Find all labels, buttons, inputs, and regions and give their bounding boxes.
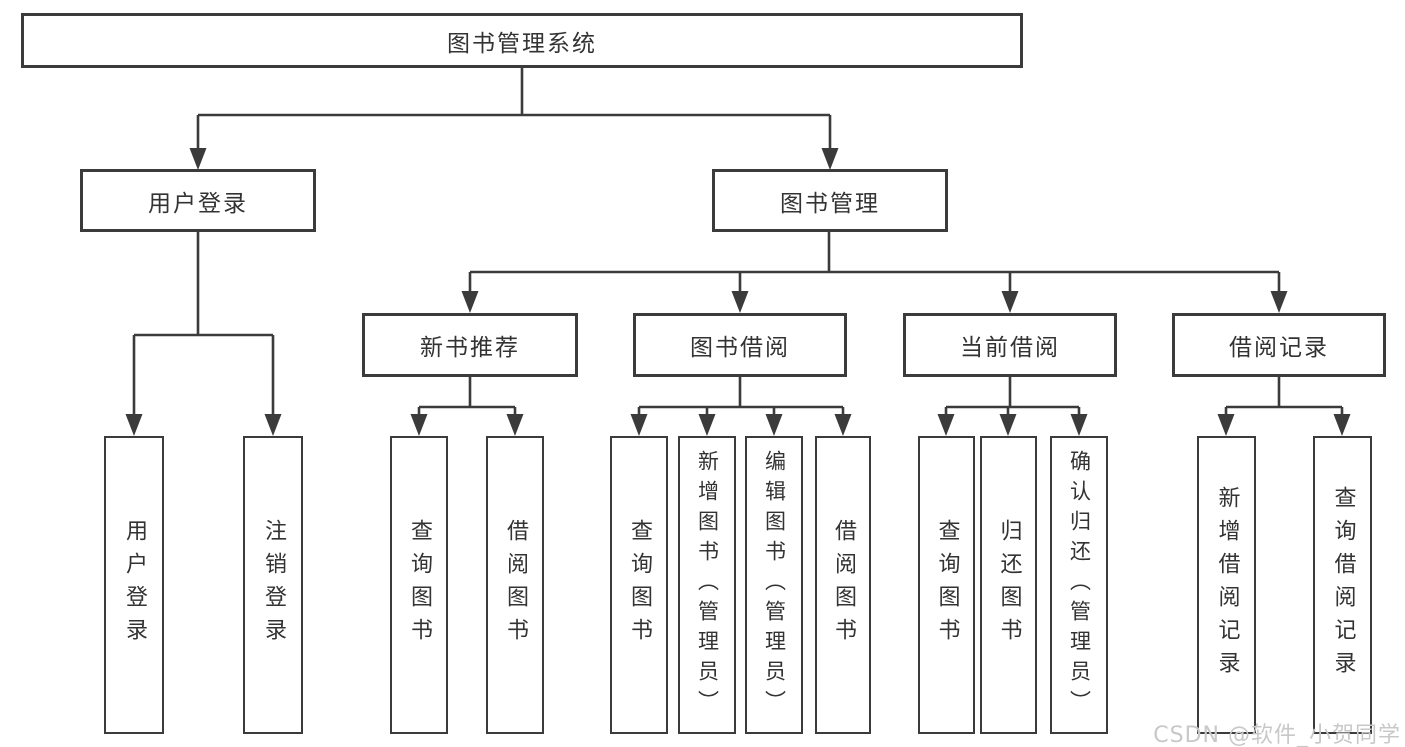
- node-book-borrowing: 图书借阅: [633, 313, 847, 377]
- leaf-recommend-borrow-book: 借阅图书: [486, 436, 544, 734]
- node-root: 图书管理系统: [21, 13, 1023, 68]
- leaf-user-login-label: 用户登录: [122, 519, 147, 651]
- leaf-query-borrow-record: 查询借阅记录: [1313, 436, 1372, 734]
- leaf-confirm-return-admin: 确认归还（管理员）: [1050, 436, 1108, 734]
- leaf-logout: 注销登录: [243, 436, 303, 734]
- leaf-recommend-query-book-label: 查询图书: [407, 519, 432, 651]
- leaf-borrow-book-label: 借阅图书: [831, 519, 856, 651]
- node-user-login: 用户登录: [80, 169, 316, 232]
- arrowheads: [125, 148, 1351, 436]
- leaf-confirm-return-admin-label: 确认归还（管理员）: [1067, 450, 1092, 720]
- leaf-add-book-admin: 新增图书（管理员）: [678, 436, 736, 734]
- node-root-label: 图书管理系统: [447, 30, 597, 57]
- node-book-management-label: 图书管理: [780, 190, 880, 217]
- leaf-add-borrow-record-label: 新增借阅记录: [1214, 486, 1240, 684]
- leaf-user-login: 用户登录: [104, 436, 164, 734]
- leaf-return-book: 归还图书: [980, 436, 1037, 734]
- node-current-borrowing: 当前借阅: [903, 313, 1117, 377]
- leaf-logout-label: 注销登录: [261, 519, 286, 651]
- leaf-return-book-label: 归还图书: [996, 519, 1022, 651]
- node-new-book-recommendation: 新书推荐: [362, 313, 578, 377]
- leaf-recommend-borrow-book-label: 借阅图书: [503, 519, 528, 651]
- leaf-borrow-query-book-label: 查询图书: [627, 519, 652, 651]
- leaf-borrow-query-book: 查询图书: [610, 436, 668, 734]
- node-new-book-recommendation-label: 新书推荐: [420, 335, 520, 361]
- leaf-current-query-book-label: 查询图书: [934, 519, 960, 651]
- node-book-borrowing-label: 图书借阅: [690, 335, 790, 361]
- leaf-borrow-book: 借阅图书: [815, 436, 871, 734]
- leaf-recommend-query-book: 查询图书: [390, 436, 448, 734]
- csdn-watermark: CSDN @软件_小贺同学: [1153, 723, 1401, 747]
- leaf-add-borrow-record: 新增借阅记录: [1197, 436, 1256, 734]
- leaf-add-book-admin-label: 新增图书（管理员）: [695, 450, 720, 720]
- node-borrowing-records: 借阅记录: [1172, 313, 1386, 377]
- node-user-login-label: 用户登录: [148, 190, 248, 217]
- node-borrowing-records-label: 借阅记录: [1229, 335, 1329, 361]
- node-book-management: 图书管理: [712, 169, 948, 232]
- leaf-query-borrow-record-label: 查询借阅记录: [1330, 486, 1356, 684]
- leaf-edit-book-admin-label: 编辑图书（管理员）: [762, 450, 787, 720]
- leaf-current-query-book: 查询图书: [918, 436, 975, 734]
- node-current-borrowing-label: 当前借阅: [960, 335, 1060, 361]
- leaf-edit-book-admin: 编辑图书（管理员）: [745, 436, 803, 734]
